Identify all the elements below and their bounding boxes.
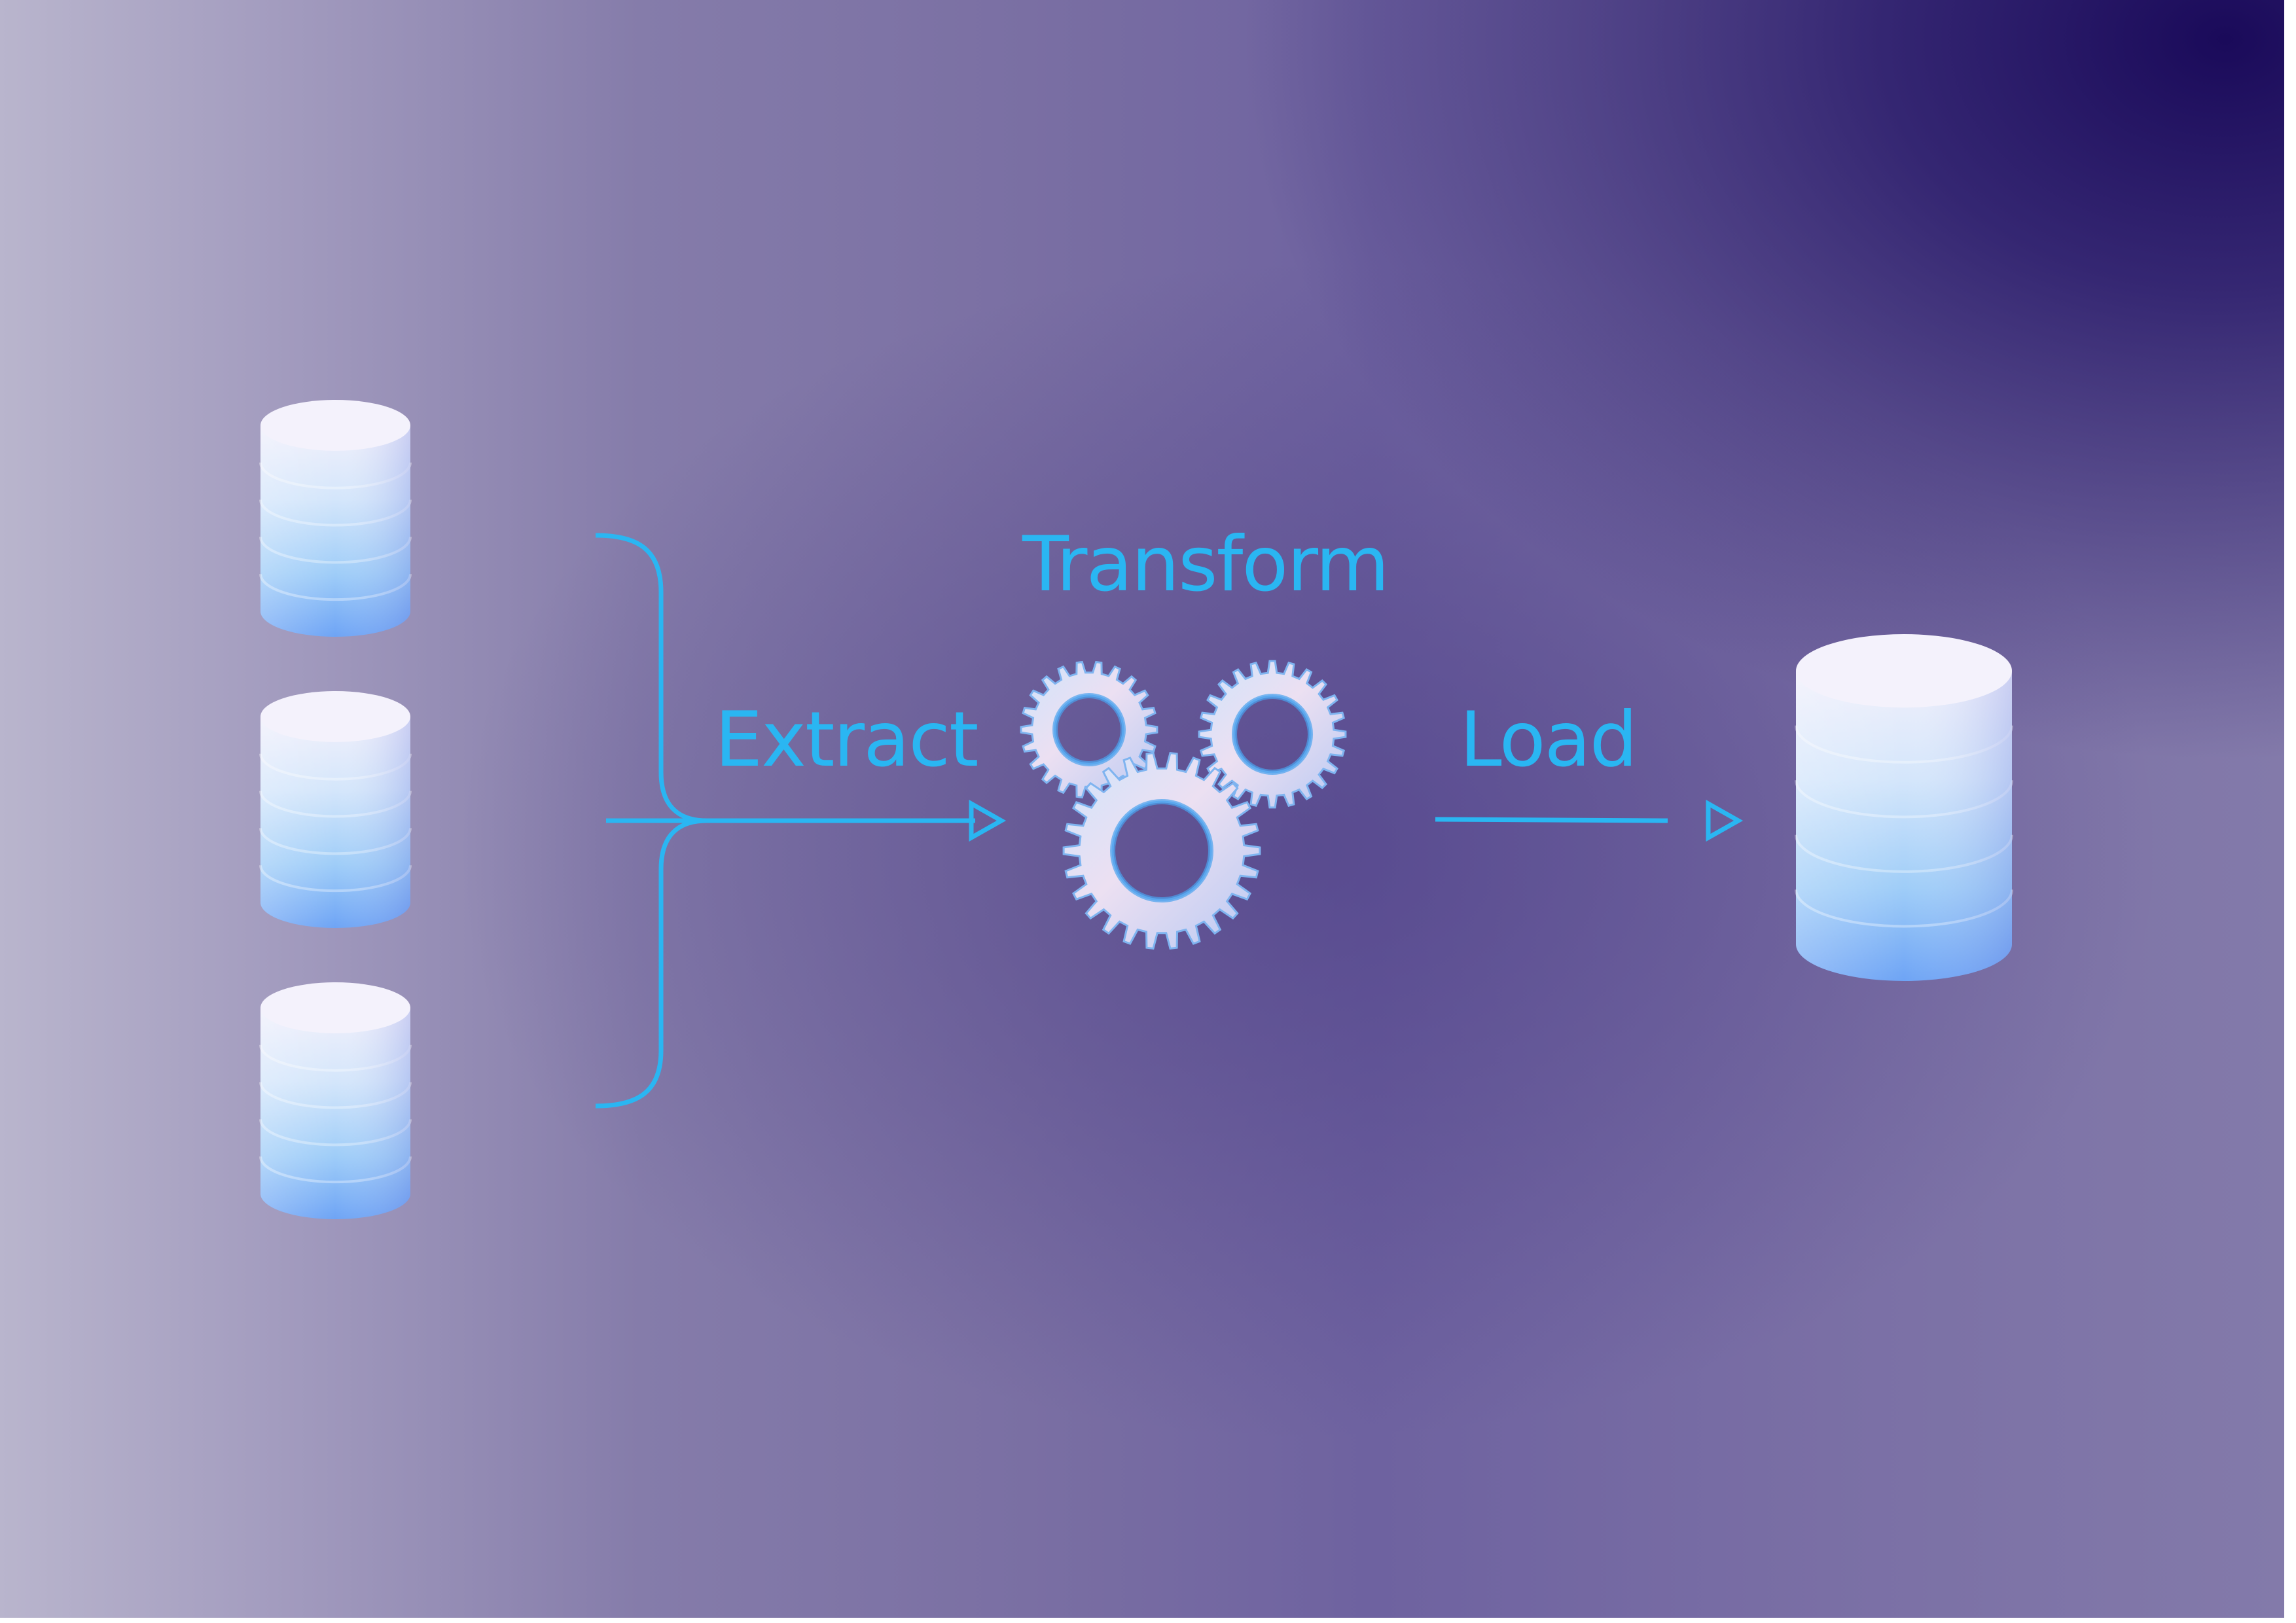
- target-db-database-icon: [1795, 634, 2013, 981]
- extract-arrowhead-icon: [969, 800, 1007, 842]
- gear-icon: [1198, 660, 1347, 809]
- transform-label: Transform: [1022, 520, 1388, 609]
- source-db-1-database-icon: [259, 400, 412, 637]
- extract-label: Extract: [715, 696, 977, 784]
- source-db-3-database-icon: [259, 982, 412, 1219]
- load-label: Load: [1460, 696, 1636, 784]
- gears-icon: [1020, 660, 1347, 950]
- load-arrow-line: [1435, 817, 1668, 823]
- source-db-2-database-icon: [259, 691, 412, 928]
- load-arrowhead-icon: [1706, 800, 1744, 842]
